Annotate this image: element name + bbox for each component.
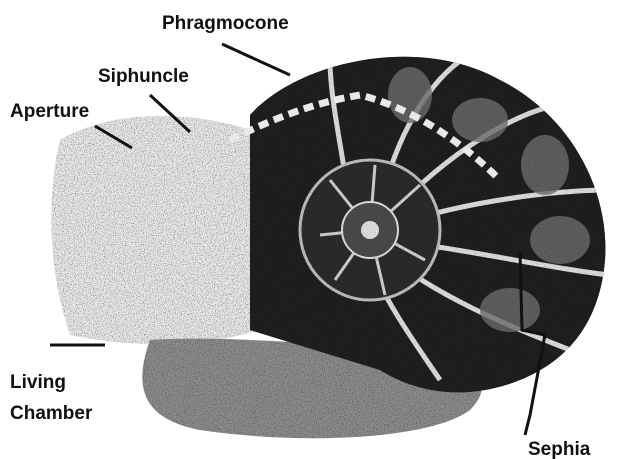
label-aperture: Aperture <box>10 101 89 122</box>
label-sephia: Sephia <box>528 439 591 459</box>
label-chamber: Chamber <box>10 403 93 424</box>
label-living: Living <box>10 372 66 393</box>
label-siphuncle: Siphuncle <box>98 66 189 87</box>
label-phragmocone: Phragmocone <box>162 13 289 34</box>
phragmocone-leader <box>222 44 290 75</box>
